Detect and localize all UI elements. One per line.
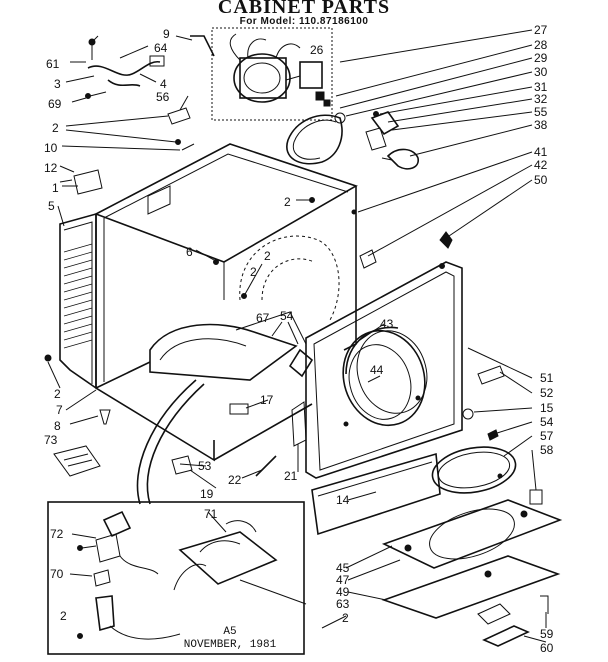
callout-54-a: 54 (280, 309, 294, 323)
callout-22: 22 (228, 473, 242, 487)
door-assembly (381, 489, 563, 647)
callout-43: 43 (380, 317, 394, 331)
callout-29: 29 (534, 51, 548, 65)
door-seal-ring (431, 446, 517, 494)
callout-58: 58 (540, 443, 554, 457)
callout-2-a: 2 (52, 121, 59, 135)
callout-9: 9 (163, 27, 170, 41)
callout-10: 10 (44, 141, 58, 155)
callout-63: 63 (336, 597, 350, 611)
motor-assembly (211, 27, 333, 121)
callout-55: 55 (534, 105, 548, 119)
callout-2-f: 2 (60, 609, 67, 623)
model-number: For Model: 110.87186100 (239, 16, 369, 27)
callout-51: 51 (540, 371, 554, 385)
callout-54-b: 54 (540, 415, 554, 429)
front-panel (305, 261, 463, 479)
callout-64: 64 (154, 41, 168, 55)
callout-28: 28 (534, 38, 548, 52)
callout-47: 47 (336, 573, 350, 587)
callout-42: 42 (534, 158, 548, 172)
callout-7: 7 (56, 403, 63, 417)
inset-detail (47, 501, 305, 655)
callout-52: 52 (540, 386, 554, 400)
callout-59: 59 (540, 627, 554, 641)
callout-2-b: 2 (284, 195, 291, 209)
callout-15: 15 (540, 401, 554, 415)
callout-60: 60 (540, 641, 554, 655)
footer-page-code: A5 (223, 626, 237, 638)
callout-4: 4 (160, 77, 167, 91)
drive-belt (286, 112, 346, 165)
cord-and-bracket-parts (44, 35, 315, 477)
callout-12: 12 (44, 161, 58, 175)
cabinet-shell (94, 143, 358, 462)
leader-lines (47, 29, 547, 643)
toe-panel (311, 452, 441, 536)
callout-17: 17 (260, 393, 274, 407)
callout-41: 41 (534, 145, 548, 159)
callout-32: 32 (534, 92, 548, 106)
callout-53: 53 (198, 459, 212, 473)
callout-2-c: 2 (54, 387, 61, 401)
callout-56: 56 (156, 90, 170, 104)
callout-45: 45 (336, 561, 350, 575)
callout-2-d: 2 (264, 249, 271, 263)
callout-2-g: 2 (342, 611, 349, 625)
callout-50: 50 (534, 173, 548, 187)
callout-labels: 9 64 61 3 4 69 56 2 10 12 1 5 6 2 2 7 8 … (44, 23, 554, 655)
callout-30: 30 (534, 65, 548, 79)
callout-27: 27 (534, 23, 548, 37)
callout-26: 26 (310, 43, 324, 57)
callout-38: 38 (534, 118, 548, 132)
callout-8: 8 (54, 419, 61, 433)
callout-73: 73 (44, 433, 58, 447)
callout-14: 14 (336, 493, 350, 507)
callout-44: 44 (370, 363, 384, 377)
idler-pulley-parts (365, 111, 419, 170)
callout-2-e: 2 (250, 265, 257, 279)
callout-1: 1 (52, 181, 59, 195)
callout-5: 5 (48, 199, 55, 213)
callout-31: 31 (534, 80, 548, 94)
hinge-hardware (351, 209, 505, 441)
callout-6: 6 (186, 245, 193, 259)
callout-69: 69 (48, 97, 62, 111)
side-panel (59, 212, 97, 390)
callout-19: 19 (200, 487, 214, 501)
callout-61: 61 (46, 57, 60, 71)
callout-49: 49 (336, 585, 350, 599)
callout-21: 21 (284, 469, 298, 483)
callout-67: 67 (256, 311, 270, 325)
callout-72: 72 (50, 527, 64, 541)
callout-71: 71 (204, 507, 218, 521)
footer-date: NOVEMBER, 1981 (183, 639, 277, 651)
callout-57: 57 (540, 429, 554, 443)
diagram-title: CABINET PARTS (217, 0, 391, 18)
callout-3: 3 (54, 77, 61, 91)
callout-70: 70 (50, 567, 64, 581)
